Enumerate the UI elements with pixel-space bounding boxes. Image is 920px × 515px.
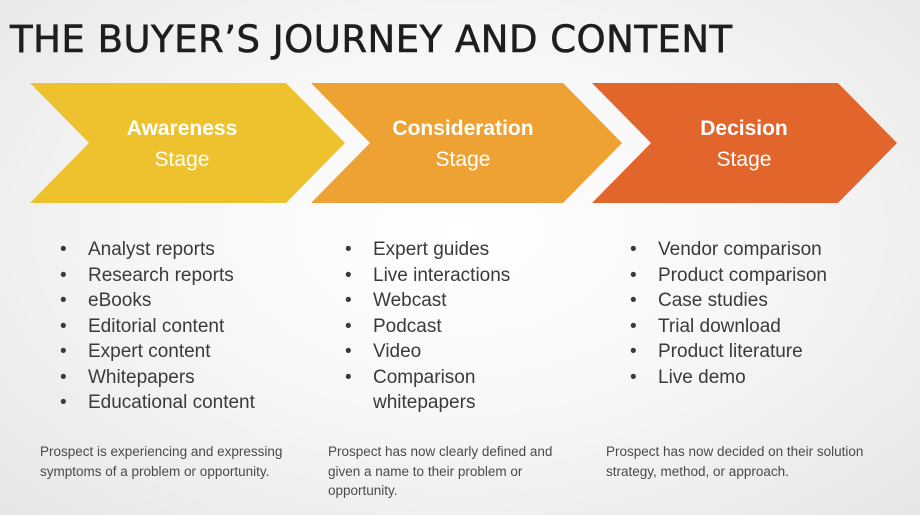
list-item: eBooks (60, 288, 310, 314)
decision-stage-label: Decision Stage (624, 113, 864, 175)
decision-chevron (592, 83, 897, 203)
list-item: Case studies (630, 288, 890, 314)
list-item: Research reports (60, 263, 310, 289)
list-item: Podcast (345, 314, 515, 340)
list-item: Live demo (630, 365, 890, 391)
stage-sub: Stage (716, 148, 772, 171)
stage-sub: Stage (435, 148, 491, 171)
list-item: Webcast (345, 288, 515, 314)
awareness-description: Prospect is experiencing and expressing … (40, 444, 283, 479)
list-item: Live interactions (345, 263, 515, 289)
consideration-content-list: Expert guides Live interactions Webcast … (345, 237, 515, 416)
stage-name: Awareness (126, 117, 238, 140)
stage-name: Decision (700, 117, 788, 140)
list-item: Product literature (630, 339, 890, 365)
list-item: Product comparison (630, 263, 890, 289)
list-item: Editorial content (60, 314, 310, 340)
decision-content-list: Vendor comparison Product comparison Cas… (630, 237, 890, 390)
consideration-chevron (311, 83, 622, 203)
stage-name: Consideration (392, 117, 534, 140)
awareness-content-list: Analyst reports Research reports eBooks … (60, 237, 310, 416)
consideration-stage-label: Consideration Stage (343, 113, 583, 175)
list-item: Trial download (630, 314, 890, 340)
list-item: Whitepapers (60, 365, 310, 391)
list-item: Comparison whitepapers (345, 365, 515, 416)
list-item: Expert guides (345, 237, 515, 263)
awareness-stage-label: Awareness Stage (62, 113, 302, 175)
consideration-description: Prospect has now clearly defined and giv… (328, 444, 553, 498)
awareness-chevron (30, 83, 345, 203)
list-item: Vendor comparison (630, 237, 890, 263)
decision-description: Prospect has now decided on their soluti… (606, 444, 864, 479)
list-item: Expert content (60, 339, 310, 365)
page-title: THE BUYER’S JOURNEY AND CONTENT (10, 18, 733, 62)
stage-sub: Stage (154, 148, 210, 171)
list-item: Analyst reports (60, 237, 310, 263)
list-item: Educational content (60, 390, 310, 416)
list-item: Video (345, 339, 515, 365)
